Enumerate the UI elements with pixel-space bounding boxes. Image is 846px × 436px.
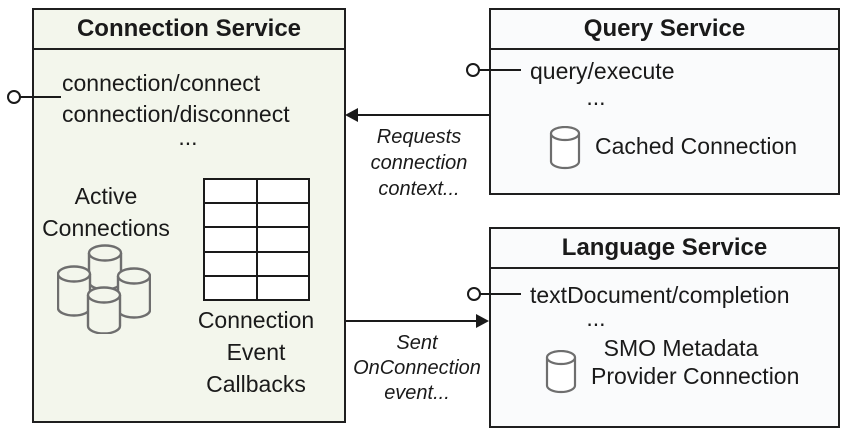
query-service-title: Query Service: [491, 10, 838, 50]
table-cell: [205, 276, 256, 299]
active-connections-line-1: Active: [74, 183, 138, 209]
query-service-body: query/execute ... Cached Connection: [491, 50, 838, 193]
connection-interface-line: [20, 96, 61, 98]
table-cell: [205, 180, 256, 203]
sent-label-line-2: OnConnection: [353, 357, 481, 379]
query-service-box: Query Service query/execute ... Cached C…: [489, 8, 840, 195]
language-service-ellipsis: ...: [586, 305, 606, 331]
table-cell: [205, 228, 256, 251]
connection-service-title: Connection Service: [34, 10, 344, 50]
connection-event-callbacks-label: Connection Event Callbacks: [176, 304, 336, 400]
sent-onconnection-event-label: Sent OnConnection event...: [350, 331, 484, 406]
query-interface-circle-icon: [466, 63, 480, 77]
smo-provider-line-1: SMO Metadata: [603, 335, 759, 361]
sent-label-line-3: event...: [384, 382, 450, 404]
language-service-box: Language Service textDocument/completion…: [489, 227, 840, 428]
active-connections-line-2: Connections: [42, 215, 170, 241]
table-cell: [257, 180, 308, 203]
active-connections-label: Active Connections: [40, 180, 172, 244]
sent-arrow-line: [346, 320, 479, 322]
cached-connection-label: Cached Connection: [595, 133, 798, 159]
connection-service-box: Connection Service connection/connect co…: [32, 8, 346, 423]
table-cell: [257, 228, 308, 251]
sent-arrowhead-icon: [476, 314, 489, 328]
sent-label-line-1: Sent: [396, 332, 438, 354]
table-cell: [257, 252, 308, 275]
method-connection-connect: connection/connect: [62, 70, 261, 96]
query-service-ellipsis: ...: [586, 84, 606, 110]
requests-label-line-3: context...: [378, 178, 460, 200]
query-interface-line: [479, 69, 521, 71]
smo-provider-line-2: Provider Connection: [591, 363, 800, 389]
language-service-body: textDocument/completion ... SMO Metadata…: [491, 269, 838, 426]
requests-arrow-line: [355, 114, 489, 116]
method-textdocument-completion: textDocument/completion: [530, 282, 790, 308]
connection-service-ellipsis: ...: [178, 124, 198, 150]
table-cell: [257, 204, 308, 227]
table-cell: [205, 252, 256, 275]
callbacks-line-3: Callbacks: [206, 371, 306, 397]
database-cluster-icon: [57, 244, 151, 334]
smo-provider-label: SMO Metadata Provider Connection: [591, 334, 800, 390]
database-icon: [545, 350, 577, 394]
language-interface-circle-icon: [467, 287, 481, 301]
callbacks-line-1: Connection: [197, 307, 315, 333]
table-cell: [205, 204, 256, 227]
language-service-title: Language Service: [491, 229, 838, 269]
connection-service-body: connection/connect connection/disconnect…: [34, 50, 344, 421]
method-connection-disconnect: connection/disconnect: [62, 101, 290, 127]
requests-label-line-2: connection: [370, 152, 468, 174]
requests-arrowhead-icon: [345, 108, 358, 122]
connection-interface-circle-icon: [7, 90, 21, 104]
language-interface-line: [480, 293, 521, 295]
callbacks-line-2: Event: [226, 339, 286, 365]
database-icon: [549, 126, 581, 170]
requests-label-line-1: Requests: [376, 126, 462, 148]
connection-service-methods: connection/connect connection/disconnect: [62, 68, 290, 130]
requests-connection-context-label: Requests connection context...: [352, 124, 486, 202]
callbacks-table: [203, 178, 310, 301]
table-cell: [257, 276, 308, 299]
method-query-execute: query/execute: [530, 58, 675, 84]
